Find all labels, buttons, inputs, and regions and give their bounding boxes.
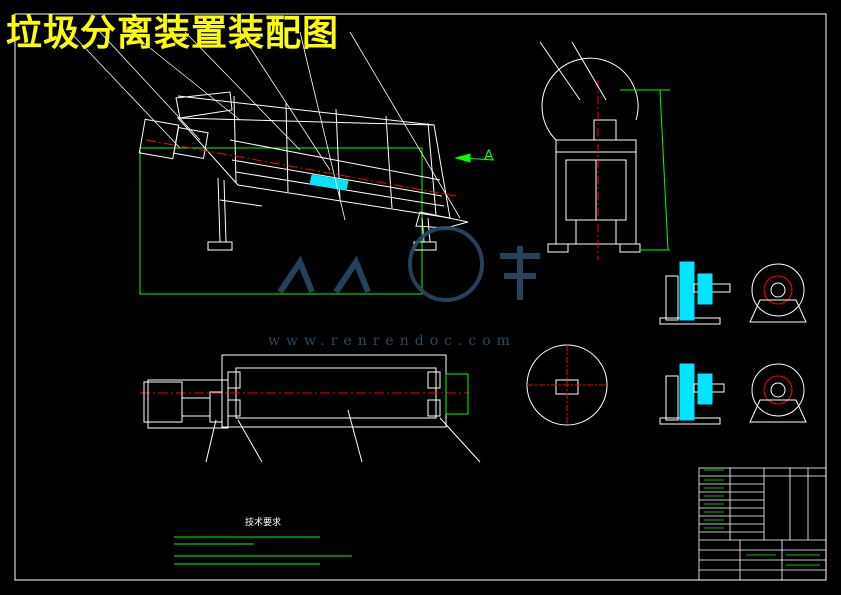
left-brace	[219, 199, 263, 207]
top-leader-3	[347, 409, 363, 463]
top-motor	[143, 381, 183, 423]
top-right-bearing-2	[427, 399, 441, 417]
bearing-upper-stand	[665, 275, 679, 321]
drum-top-rail	[177, 95, 435, 126]
bearing-lower-cap	[697, 373, 713, 405]
watermark-glyph	[500, 246, 540, 300]
drum-end-arc	[541, 57, 639, 141]
bearing-lower-inner	[763, 375, 793, 405]
top-view	[140, 354, 481, 463]
bearing-upper-bore	[770, 282, 786, 298]
leader-line	[99, 31, 201, 141]
watermark-glyph	[277, 255, 315, 294]
bearing-lower-housing	[679, 363, 695, 421]
top-pulley	[209, 391, 223, 423]
side-left-foot	[547, 243, 569, 253]
top-left-bearing	[227, 371, 241, 389]
bearing-lower-stand	[665, 375, 679, 421]
top-outlet	[445, 373, 469, 415]
top-leader-4	[439, 417, 481, 463]
watermark-logo	[277, 226, 540, 302]
top-leader-2	[237, 419, 263, 463]
leader-line	[184, 31, 301, 151]
leader-line	[239, 31, 331, 171]
watermark-circle	[408, 226, 484, 302]
side-view	[539, 41, 670, 260]
leader-line	[299, 31, 346, 221]
bearing-lower-bore	[770, 382, 786, 398]
drum-rib-1	[233, 95, 237, 184]
top-frame-outer	[221, 354, 447, 428]
part-leader-lines	[69, 31, 461, 221]
drum-rib-5	[427, 122, 437, 216]
drum-rib-2	[285, 102, 289, 193]
left-foot	[207, 241, 233, 251]
view-arrow-label: A	[484, 148, 494, 164]
drum-inner-rail	[231, 159, 443, 197]
side-leader-2	[571, 41, 607, 101]
drum-center-line	[145, 139, 457, 197]
watermark-url: www.renrendoc.com	[268, 333, 516, 349]
bearing-lower-pedestal	[749, 399, 807, 423]
bearing-lower-outer	[751, 363, 805, 417]
inlet-hopper	[175, 91, 233, 119]
bearing-detail-upper	[659, 261, 807, 325]
left-leg-inner	[223, 179, 227, 243]
side-right-foot	[619, 243, 641, 253]
top-coupling	[181, 397, 211, 417]
top-leader-1	[205, 419, 217, 463]
top-right-bearing	[427, 371, 441, 389]
front-view-overall-dimension	[139, 147, 423, 295]
drive-motor	[138, 118, 180, 160]
front-view	[138, 91, 495, 295]
drum-inner-rail-3	[229, 139, 441, 181]
side-dimension-line	[659, 89, 669, 251]
side-leader	[539, 41, 581, 101]
technical-requirements-lines	[174, 536, 352, 565]
drawing-frame	[14, 13, 827, 581]
watermark-glyph	[333, 255, 371, 294]
bearing-upper-inner	[763, 275, 793, 305]
side-bearing	[593, 119, 617, 141]
bearing-upper-outer	[751, 263, 805, 317]
bearing-upper-housing	[679, 261, 695, 321]
title-block	[698, 467, 827, 581]
section-view	[526, 344, 608, 426]
bearing-upper-pedestal	[749, 299, 807, 323]
drawing-title: 垃圾分离装置装配图	[6, 13, 340, 54]
drum-rib-4	[385, 115, 393, 209]
leader-line	[129, 31, 241, 121]
view-arrow-head	[454, 153, 471, 163]
right-leg-inner	[427, 217, 431, 243]
bearing-detail-lower	[659, 363, 807, 425]
bearing-upper-cap	[697, 273, 713, 305]
leader-line	[349, 31, 461, 219]
technical-requirements-title: 技术要求	[245, 518, 282, 528]
leader-line	[69, 31, 181, 149]
drive-reducer	[173, 127, 209, 159]
screen-section-highlight	[309, 174, 349, 191]
left-leg	[217, 177, 221, 243]
top-left-bearing-2	[227, 399, 241, 417]
side-bottom-box	[575, 219, 617, 245]
